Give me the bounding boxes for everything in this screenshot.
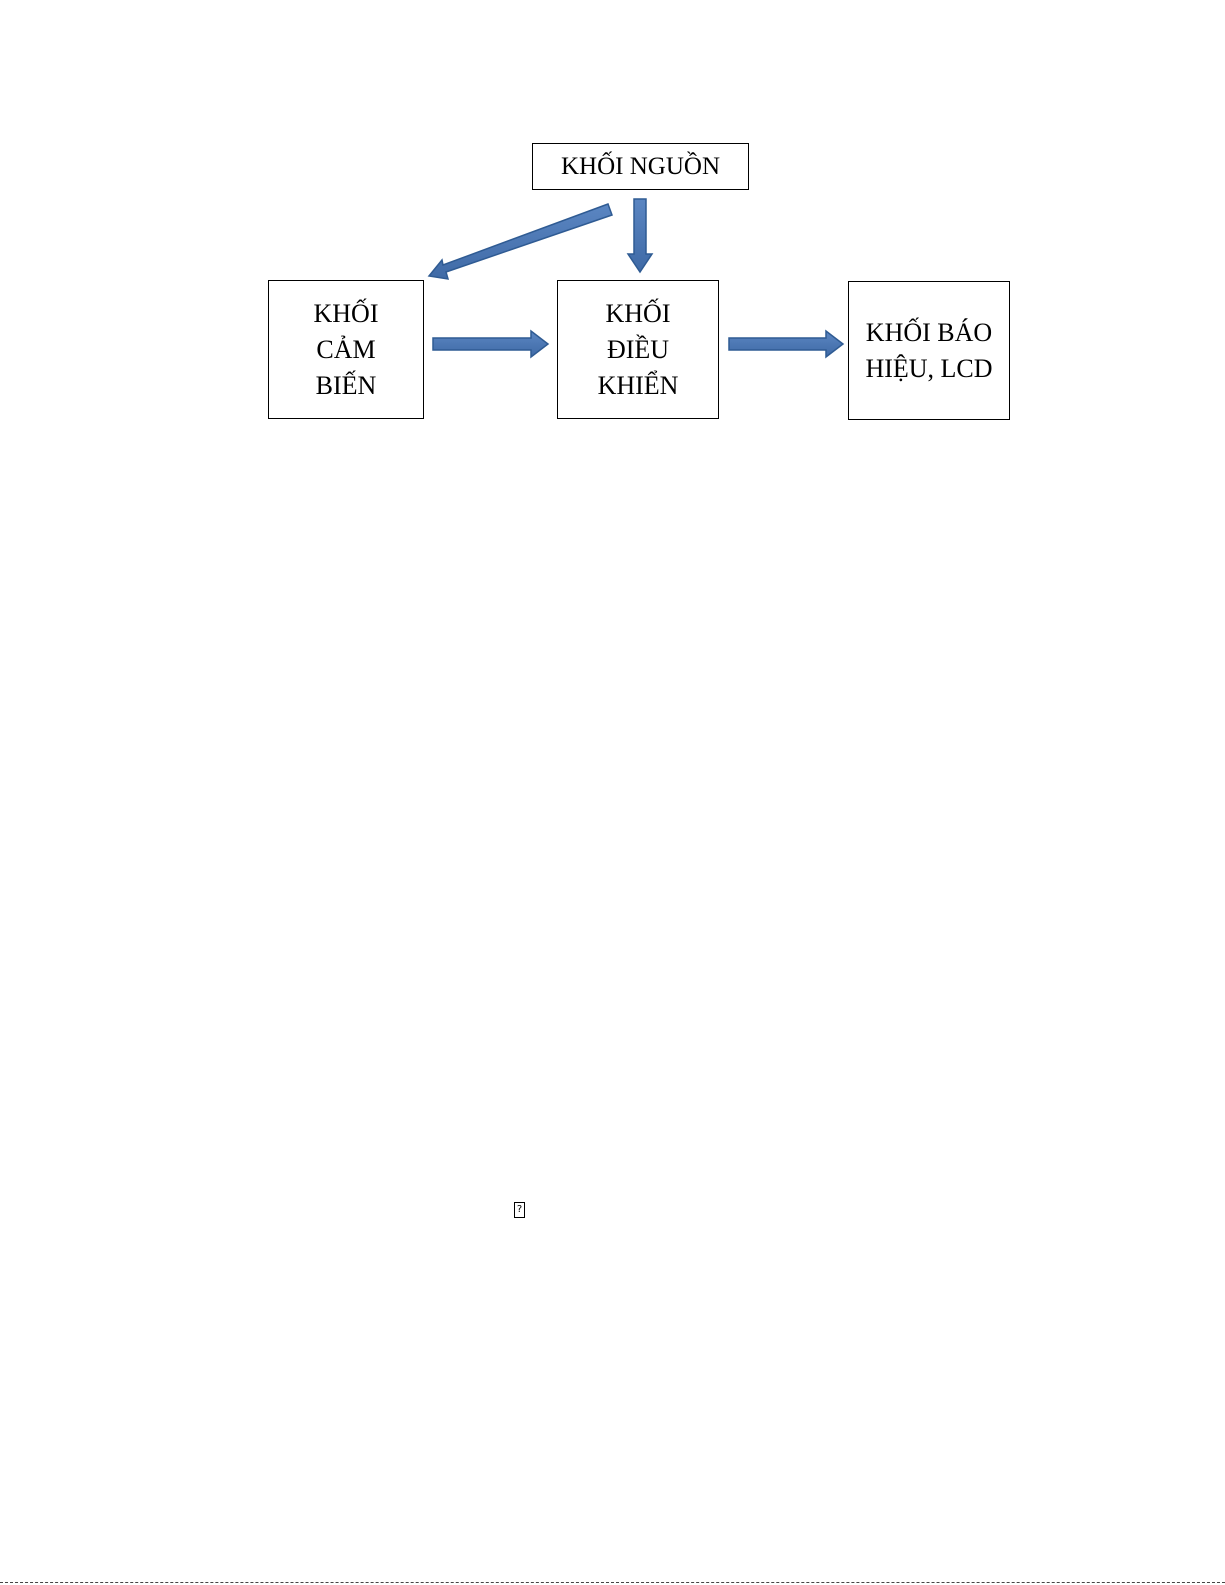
power-block: KHỐI NGUỒN <box>532 143 749 190</box>
signal-lcd-block: KHỐI BÁO HIỆU, LCD <box>848 281 1010 420</box>
signal-lcd-block-label: KHỐI BÁO HIỆU, LCD <box>865 315 992 387</box>
arrow-power-to-sensor <box>429 204 612 279</box>
missing-glyph-box: ? <box>514 1202 525 1218</box>
arrow-power-to-control <box>628 199 652 272</box>
arrow-sensor-to-control <box>433 331 548 357</box>
sensor-block: KHỐI CẢM BIẾN <box>268 280 424 419</box>
page-bottom-rule <box>0 1582 1225 1583</box>
arrow-control-to-signal <box>729 331 843 357</box>
control-block-label: KHỐI ĐIỀU KHIỂN <box>598 296 679 404</box>
control-block: KHỐI ĐIỀU KHIỂN <box>557 280 719 419</box>
power-block-label: KHỐI NGUỒN <box>561 149 720 185</box>
sensor-block-label: KHỐI CẢM BIẾN <box>314 296 379 404</box>
